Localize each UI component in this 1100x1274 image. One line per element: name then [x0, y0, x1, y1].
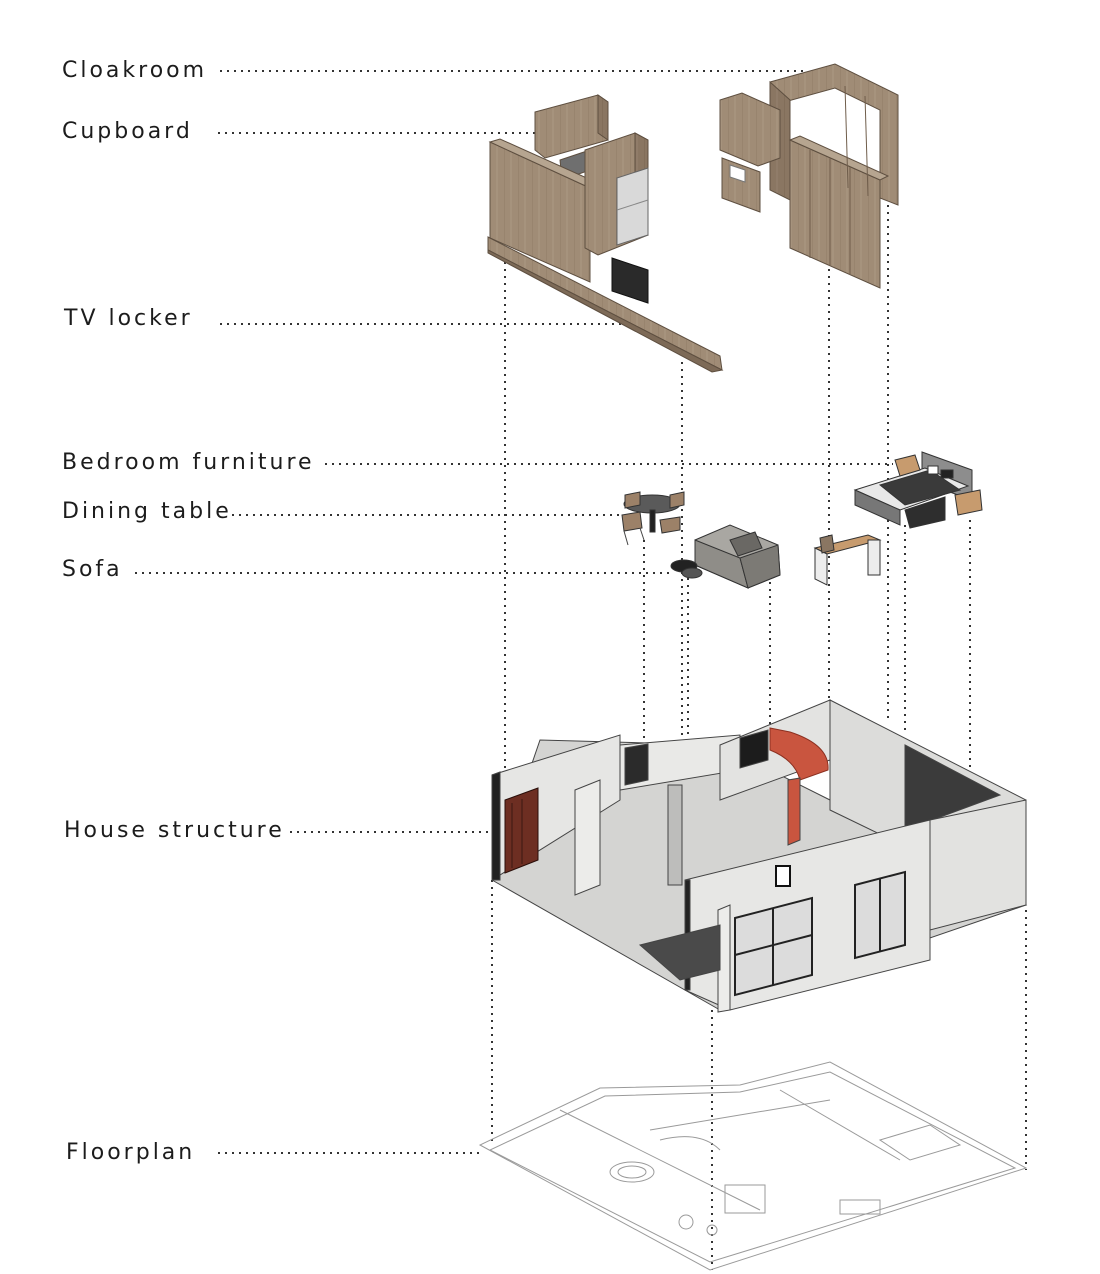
cupboard-module	[487, 94, 724, 373]
dining-table-module	[621, 491, 685, 546]
leader-lines	[135, 70, 893, 1154]
label-sofa: Sofa	[62, 557, 123, 582]
floorplan-module	[478, 1061, 1028, 1271]
label-floorplan: Floorplan	[66, 1140, 196, 1165]
label-bedroom-furniture: Bedroom furniture	[62, 450, 315, 475]
label-cloakroom: Cloakroom	[62, 58, 208, 83]
label-tv-locker: TV locker	[64, 306, 193, 331]
label-cupboard: Cupboard	[62, 119, 193, 144]
sofa-module	[670, 524, 781, 589]
house-structure-module	[491, 699, 1028, 1013]
cloakroom-module	[719, 63, 899, 289]
bedroom-furniture-module	[853, 451, 983, 529]
label-dining-table: Dining table	[62, 499, 232, 524]
desk-module	[813, 534, 882, 586]
label-house-structure: House structure	[64, 818, 285, 843]
